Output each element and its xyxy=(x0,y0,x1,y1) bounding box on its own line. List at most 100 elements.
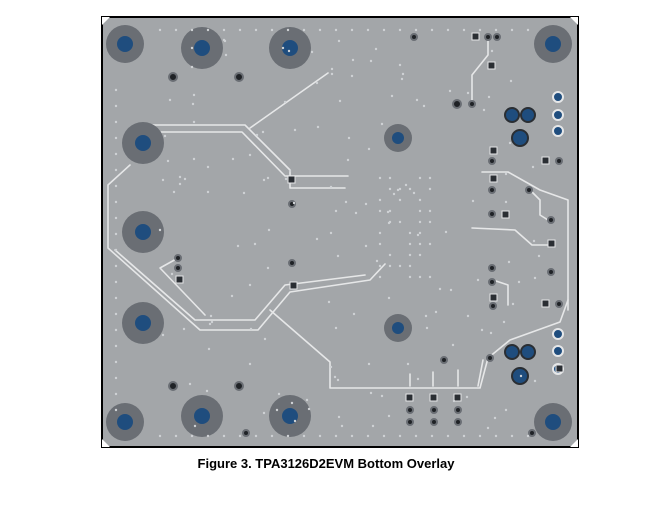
via-dot xyxy=(366,434,370,438)
via-dot xyxy=(493,416,497,420)
via-dot xyxy=(508,141,512,145)
via-dot xyxy=(275,408,279,412)
via-dot xyxy=(388,209,392,213)
connector-pad xyxy=(520,107,536,123)
via-dot xyxy=(114,328,118,332)
via-dot xyxy=(388,253,392,257)
via-dot xyxy=(406,362,410,366)
via-dot xyxy=(504,200,508,204)
via-dot xyxy=(182,327,186,331)
via-dot xyxy=(531,165,535,169)
round-pad xyxy=(454,406,462,414)
via-dot xyxy=(347,136,351,140)
round-pad xyxy=(484,33,492,41)
via-dot xyxy=(270,28,274,32)
via-dot xyxy=(266,266,270,270)
via-dot xyxy=(369,391,373,395)
round-pad xyxy=(547,268,555,276)
via-dot xyxy=(408,242,412,246)
via-dot xyxy=(346,158,350,162)
via-dot xyxy=(438,287,442,291)
via-dot xyxy=(486,426,490,430)
via-dot xyxy=(236,244,240,248)
via-dot xyxy=(192,93,196,97)
via-dot xyxy=(418,242,422,246)
via-dot xyxy=(163,134,167,138)
via-dot xyxy=(418,220,422,224)
via-dot xyxy=(533,379,537,383)
via-dot xyxy=(490,49,494,53)
via-dot xyxy=(327,300,331,304)
via-dot xyxy=(380,394,384,398)
via-dot xyxy=(290,401,294,405)
via-dot xyxy=(193,424,197,428)
via-dot xyxy=(378,242,382,246)
via-dot xyxy=(238,28,242,32)
via-dot xyxy=(284,177,288,181)
via-dot xyxy=(519,374,523,378)
via-dot xyxy=(318,28,322,32)
via-dot xyxy=(248,283,252,287)
round-pad xyxy=(488,264,496,272)
via-dot xyxy=(310,50,314,54)
via-dot xyxy=(428,275,432,279)
square-pad xyxy=(489,293,498,302)
round-pad xyxy=(454,418,462,426)
via-dot xyxy=(178,175,182,179)
via-dot xyxy=(352,312,356,316)
via-dot xyxy=(255,133,259,137)
via-dot xyxy=(338,99,342,103)
via-dot xyxy=(337,39,341,43)
via-dot xyxy=(378,176,382,180)
via-dot xyxy=(192,157,196,161)
via-dot xyxy=(398,264,402,268)
via-dot xyxy=(430,434,434,438)
via-dot xyxy=(446,434,450,438)
via-dot xyxy=(511,302,515,306)
mounting-pad xyxy=(181,27,223,69)
via-dot xyxy=(190,46,194,50)
via-dot xyxy=(114,360,118,364)
via-dot xyxy=(350,434,354,438)
via-dot xyxy=(206,434,210,438)
connector-pad xyxy=(552,345,564,357)
square-pad-group xyxy=(175,32,564,402)
via-dot xyxy=(114,136,118,140)
square-pad xyxy=(541,156,550,165)
via-dot xyxy=(170,272,174,276)
via-dot xyxy=(449,288,453,292)
via-dot xyxy=(369,59,373,63)
trace xyxy=(269,299,569,389)
via-dot xyxy=(205,389,209,393)
via-dot xyxy=(398,434,402,438)
trace xyxy=(249,72,329,129)
round-pad xyxy=(488,157,496,165)
square-pad xyxy=(289,281,298,290)
via-dot xyxy=(388,264,392,268)
mounting-pad xyxy=(534,25,572,63)
figure-caption: Figure 3. TPA3126D2EVM Bottom Overlay xyxy=(197,456,455,471)
via-dot xyxy=(248,153,252,157)
via-dot xyxy=(114,312,118,316)
square-pad xyxy=(501,210,510,219)
mounting-pad xyxy=(106,25,144,63)
via-dot xyxy=(526,28,530,32)
via-dot xyxy=(334,209,338,213)
via-dot xyxy=(206,190,210,194)
via-dot xyxy=(302,434,306,438)
via-dot xyxy=(374,47,378,51)
via-dot xyxy=(462,28,466,32)
via-dot xyxy=(465,395,469,399)
pcb-board xyxy=(101,16,579,448)
via-dot xyxy=(302,28,306,32)
via-dot xyxy=(206,28,210,32)
via-dot xyxy=(428,242,432,246)
via-dot xyxy=(489,331,493,335)
mounting-pad xyxy=(269,395,311,437)
via-dot xyxy=(510,434,514,438)
via-dot xyxy=(428,209,432,213)
via-dot xyxy=(408,187,412,191)
round-pad xyxy=(430,406,438,414)
via-dot xyxy=(307,407,311,411)
via-dot xyxy=(224,53,228,57)
